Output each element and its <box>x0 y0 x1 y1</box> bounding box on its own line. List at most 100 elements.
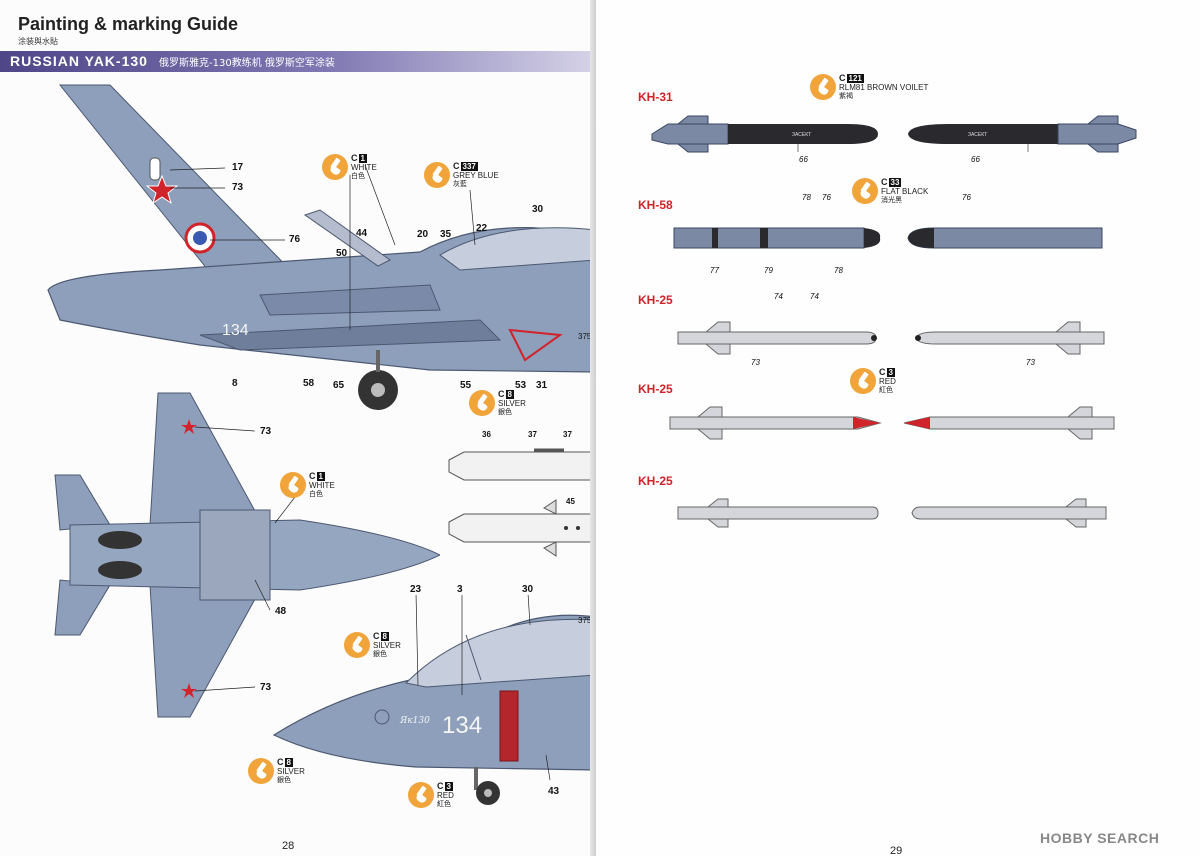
side-profile-drawing: 134 <box>47 84 596 410</box>
fuselage-number-side: 134 <box>222 322 249 339</box>
kh31-stencil-right: ЗАСЕКТ <box>968 132 987 138</box>
callout-kh31-66-left: 66 <box>799 155 808 164</box>
missile-label-kh25-a: KH-25 <box>638 293 673 307</box>
callout-20: 20 <box>417 229 429 240</box>
nose-number: 134 <box>442 712 482 739</box>
callout-kh25-73-left: 73 <box>751 358 760 367</box>
paint-brush-icon <box>424 162 450 188</box>
paint-brush-icon <box>469 390 495 416</box>
canopy <box>439 227 596 271</box>
nose-script: Як130 <box>399 716 430 726</box>
callout-30-top: 30 <box>532 204 544 215</box>
kh58-drawings <box>673 227 1103 249</box>
kh25-a-drawings <box>677 321 1105 355</box>
nose-closeup-drawing: 134 Як130 <box>272 595 596 805</box>
callout-kh25-74-a: 74 <box>774 292 783 301</box>
page-number-left: 28 <box>282 840 295 852</box>
callout-kh58-77: 77 <box>710 266 719 275</box>
kh25-b-drawings <box>669 406 1115 440</box>
red-star-top-lower <box>181 683 197 698</box>
callout-kh58-78-bottom: 78 <box>834 266 843 275</box>
callout-55: 55 <box>460 380 472 391</box>
missile-label-kh25-b: KH-25 <box>638 382 673 396</box>
callout-kh25-73-right: 73 <box>1026 358 1035 367</box>
callout-73-tail: 73 <box>232 182 244 193</box>
top-hstab-lower <box>54 579 111 636</box>
kh31-stencil-left: ЗАСЕКТ <box>792 132 811 138</box>
callout-73-top-lower: 73 <box>260 682 272 693</box>
callout-43: 43 <box>548 786 560 797</box>
kh31-drawings: ЗАСЕКТ ЗАСЕКТ <box>651 115 1137 153</box>
callout-8: 8 <box>232 378 238 389</box>
callout-65: 65 <box>333 380 345 391</box>
page-subtitle: 涂装與水貼 <box>18 37 58 46</box>
tail-fin <box>58 84 302 286</box>
kh25-c-drawings <box>677 498 1107 528</box>
callout-kh31-66-right: 66 <box>971 155 980 164</box>
callout-37-b: 37 <box>563 430 572 439</box>
aircraft-banner: RUSSIAN YAK-130 俄罗斯雅克-130教练机 俄罗斯空军涂装 <box>0 51 596 72</box>
callout-kh58-76-top: 76 <box>822 193 831 202</box>
callout-73-top-upper: 73 <box>260 426 272 437</box>
missile-label-kh25-c: KH-25 <box>638 474 673 488</box>
page-title: Painting & marking Guide <box>18 14 239 34</box>
callout-17: 17 <box>232 162 244 173</box>
page-number-right: 29 <box>890 845 903 856</box>
callout-kh25-74-b: 74 <box>810 292 819 301</box>
callout-76: 76 <box>289 234 301 245</box>
paint-brush-icon <box>322 154 348 180</box>
callout-3: 3 <box>457 584 463 595</box>
wing-side <box>199 319 502 351</box>
red-intake-panel <box>499 690 519 762</box>
callout-kh58-76-right: 76 <box>962 193 971 202</box>
callout-23: 23 <box>410 584 422 595</box>
callout-35: 35 <box>440 229 452 240</box>
callout-30-bottom: 30 <box>522 584 534 595</box>
missile-label-kh58: KH-58 <box>638 198 673 212</box>
callout-375-top: 375 <box>578 332 592 341</box>
callout-kh58-78-top: 78 <box>802 193 811 202</box>
top-view-drawing <box>54 392 440 718</box>
top-wing-upper <box>149 392 261 526</box>
paint-brush-icon <box>408 782 434 808</box>
paint-brush-icon <box>810 74 836 100</box>
banner-chinese: 俄罗斯雅克-130教练机 俄罗斯空军涂装 <box>159 58 335 69</box>
red-star-tail <box>145 174 179 205</box>
callout-kh58-79: 79 <box>764 266 773 275</box>
red-star-top-upper <box>181 419 197 434</box>
callout-58: 58 <box>303 378 315 389</box>
callout-36: 36 <box>482 430 491 439</box>
right-page: KH-31 KH-58 KH-25 KH-25 KH-25 ЗАСЕКТ ЗАС… <box>596 0 1200 856</box>
left-page: Painting & marking Guide 涂装與水貼 RUSSIAN Y… <box>0 0 596 856</box>
callout-45: 45 <box>566 497 575 506</box>
top-hstab-upper <box>54 474 111 531</box>
pod-detail-drawing <box>448 448 593 557</box>
missile-label-kh31: KH-31 <box>638 90 673 104</box>
nose-canopy <box>404 618 596 688</box>
callout-37-a: 37 <box>528 430 537 439</box>
callout-50: 50 <box>336 248 348 259</box>
red-triangle-marking <box>508 328 563 362</box>
open-canopy <box>303 209 391 267</box>
callout-31: 31 <box>536 380 548 391</box>
paint-brush-icon <box>248 758 274 784</box>
banner-english: RUSSIAN YAK-130 <box>10 53 148 69</box>
hobby-search-watermark: HOBBY SEARCH <box>1040 830 1160 846</box>
paint-brush-icon <box>344 632 370 658</box>
callout-22: 22 <box>476 223 488 234</box>
callout-53: 53 <box>515 380 527 391</box>
top-wing-lower <box>149 584 261 718</box>
callout-375-bottom: 375 <box>578 616 592 625</box>
paint-brush-icon <box>850 368 876 394</box>
paint-brush-icon <box>280 472 306 498</box>
